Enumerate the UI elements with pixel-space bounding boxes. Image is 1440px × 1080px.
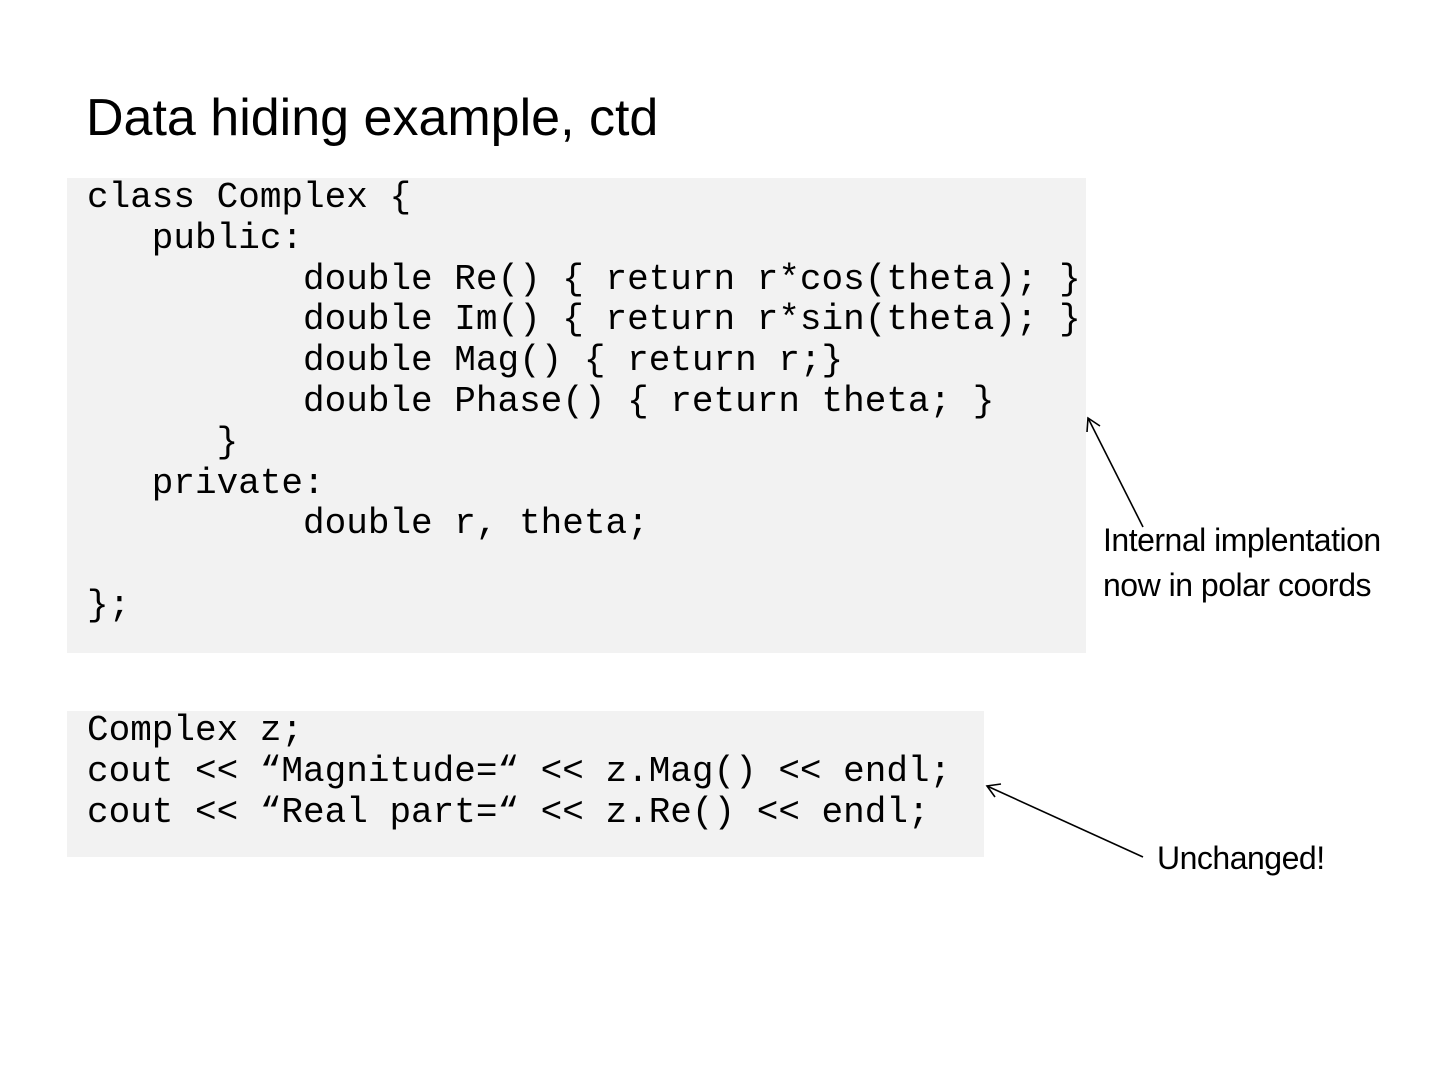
code-line: } — [87, 421, 239, 463]
code-line: cout << “Magnitude=“ << z.Mag() << endl; — [87, 750, 952, 792]
annotation-line: now in polar coords — [1103, 567, 1371, 603]
slide-title: Data hiding example, ctd — [86, 89, 659, 147]
class-code-block: class Complex { public: double Re() { re… — [67, 177, 1086, 653]
code-line: Complex z; — [87, 710, 304, 751]
code-line: double Mag() { return r;} — [87, 340, 844, 382]
code-line: private: — [87, 462, 325, 504]
annotation-unchanged: Unchanged! — [1157, 840, 1325, 876]
code-line: cout << “Real part=“ << z.Re() << endl; — [87, 791, 930, 833]
code-line: public: — [87, 217, 304, 259]
code-line: double Im() { return r*sin(theta); } — [87, 299, 1081, 341]
code-line: class Complex { — [87, 177, 412, 218]
arrow-to-class-block — [1086, 416, 1144, 528]
code-line: double Phase() { return theta; } — [87, 380, 995, 422]
code-line — [87, 545, 1086, 586]
usage-code-block: Complex z; cout << “Magnitude=“ << z.Mag… — [67, 710, 984, 857]
code-line: double r, theta; — [87, 503, 649, 545]
code-line: double Re() { return r*cos(theta); } — [87, 258, 1081, 300]
arrow-to-usage-block — [985, 783, 1144, 858]
annotation-internal-implementation: Internal implentation now in polar coord… — [1103, 518, 1381, 608]
code-line: }; — [87, 584, 131, 626]
annotation-line: Internal implentation — [1103, 522, 1381, 558]
